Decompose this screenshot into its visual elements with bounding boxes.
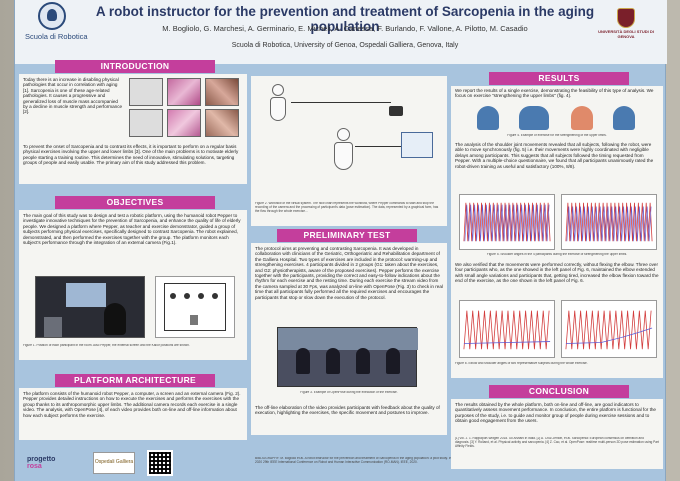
muscle-diagram-icon-2 (129, 109, 163, 137)
figure-5-caption: Figure 5. Shoulder angles in the 4 parti… (486, 253, 628, 256)
university-genova-logo: UNIVERSITÀ DEGLI STUDI DI GENOVA (597, 8, 655, 39)
participant-marker (198, 293, 204, 299)
exercising-person (386, 348, 400, 374)
elbow-shoulder-svg-right (565, 310, 653, 350)
figure-6-caption: Figure 6. Elbow and shoulder angles of t… (455, 362, 588, 365)
elbow-shoulder-plot-right (561, 300, 657, 358)
camera-icon (389, 106, 403, 116)
references-text: [1] Vol. J. 1. Rappaport-Wiltgen 2018. G… (455, 437, 659, 448)
upper-limb-exercise-figure (471, 102, 647, 132)
figure-2-caption: Figure 2. Workflow of the virtual system… (255, 202, 439, 213)
exercising-person (356, 348, 370, 374)
room-outline (164, 283, 226, 331)
poster-affiliation: Scuola di Robotica, University of Genoa,… (231, 42, 459, 49)
logo-right-text: UNIVERSITÀ DEGLI STUDI DI GENOVA (598, 29, 654, 39)
computer-icon (401, 132, 433, 158)
figure-3-caption: Figure 3. Example of OpenPose during the… (300, 391, 398, 394)
conclusion-heading: CONCLUSION (489, 385, 629, 398)
progetto-rosa-logo: progetto rosa (27, 456, 55, 470)
robot-body-large (334, 142, 353, 170)
ospedali-galliera-logo: Ospedali Galliera (93, 452, 135, 474)
elbow-shoulder-svg-left (463, 310, 551, 350)
conclusion-text: The results obtained by the whole platfo… (455, 402, 656, 424)
introduction-text-1: Today there is an increase in disabling … (23, 77, 123, 115)
muscle-tissue-image (167, 78, 201, 106)
preliminary-text-2: The off-line elaboration of the video pr… (255, 405, 440, 416)
preliminary-text: The protocol aims at preventing and cont… (255, 246, 443, 300)
objectives-box: The main goal of this study was to desig… (19, 210, 247, 360)
robot-head (272, 84, 284, 96)
room-wall (278, 328, 418, 350)
exercise-pose-1 (477, 106, 499, 130)
university-crest-icon (617, 8, 635, 28)
results-text-1: We report the results of a single exerci… (455, 88, 654, 99)
participant-silhouette (104, 303, 126, 335)
figure-1-caption: Figure 1. Position of each participant i… (23, 344, 190, 347)
muscle-tissue-image-4 (205, 109, 239, 137)
platform-text: The platform consists of the humanoid ro… (23, 391, 241, 418)
poster-authors: M. Bogliolo, G. Marchesi, A. Germinario,… (162, 24, 528, 33)
poster-title: A robot instructor for the prevention an… (95, 4, 595, 34)
logo-left-text: Scuola di Robotica (25, 32, 88, 41)
footer-logo-1b: rosa (27, 463, 42, 470)
objectives-text: The main goal of this study was to desig… (23, 213, 241, 246)
participants-room-photo (35, 276, 145, 338)
participant-marker (184, 293, 190, 299)
muscle-tissue-image-3 (167, 109, 201, 137)
room-chair (44, 317, 62, 337)
results-text-2: The analysis of the shoulder joint movem… (455, 142, 654, 169)
exercising-person (326, 348, 340, 374)
platform-heading: PLATFORM ARCHITECTURE (55, 374, 215, 387)
elbow-shoulder-plot-left (459, 300, 555, 358)
participant-marker (170, 293, 176, 299)
qr-code[interactable] (147, 450, 173, 476)
participant-marker (212, 293, 218, 299)
results-heading: RESULTS (489, 72, 629, 85)
robot-logo-icon (38, 2, 66, 30)
shoulder-angles-plot-right (561, 194, 657, 250)
objectives-heading: OBJECTIVES (55, 196, 215, 209)
preliminary-heading: PRELIMINARY TEST (277, 229, 417, 242)
openpose-photo (277, 327, 418, 387)
results-box: We report the results of a single exerci… (451, 86, 663, 378)
introduction-box: Today there is an increase in disabling … (19, 74, 247, 184)
workflow-arrow (291, 102, 391, 103)
shoulder-angles-plot-left (459, 194, 555, 250)
shoulder-angles-svg-left (463, 202, 551, 242)
conclusion-box: The results obtained by the whole platfo… (451, 399, 663, 469)
footer-logo-1: progetto (27, 456, 56, 463)
exercise-pose-3 (571, 106, 593, 130)
pepper-marker (190, 315, 198, 325)
muscle-diagram-icon (129, 78, 163, 106)
exercise-pose-4 (613, 106, 635, 130)
sarcopenia-figure (129, 78, 241, 138)
robot-head-large (337, 128, 350, 141)
introduction-heading: INTRODUCTION (55, 60, 215, 73)
exercising-person (296, 348, 310, 374)
poster-header: Scuola di Robotica A robot instructor fo… (15, 0, 667, 64)
introduction-text-2: To prevent the onset of Sarcopenia and t… (23, 144, 239, 166)
pepper-robot-icon (267, 84, 289, 122)
results-text-3: We also verified that the movements were… (455, 262, 659, 284)
workflow-figure-box: Figure 2. Workflow of the virtual system… (251, 76, 447, 226)
poster: Scuola di Robotica A robot instructor fo… (14, 0, 667, 481)
workflow-arrow-2 (355, 146, 401, 147)
platform-box: The platform consists of the humanoid ro… (19, 388, 247, 440)
room-screen (66, 283, 106, 307)
preliminary-box: The protocol aims at preventing and cont… (251, 243, 447, 435)
exercise-pose-2 (519, 106, 549, 130)
figure-4-caption: Figure 4. Example of exercise for the st… (507, 134, 607, 137)
pepper-robot-large-icon (331, 128, 355, 172)
scuola-di-robotica-logo: Scuola di Robotica (25, 2, 88, 50)
shoulder-angles-svg-right (565, 202, 653, 242)
room-layout-diagram (155, 276, 235, 338)
footer-citation: BIBLIOGRAPHY: M. Bogliolo et al. A robot… (255, 457, 452, 464)
muscle-tissue-image-2 (205, 78, 239, 106)
robot-body (270, 97, 286, 121)
